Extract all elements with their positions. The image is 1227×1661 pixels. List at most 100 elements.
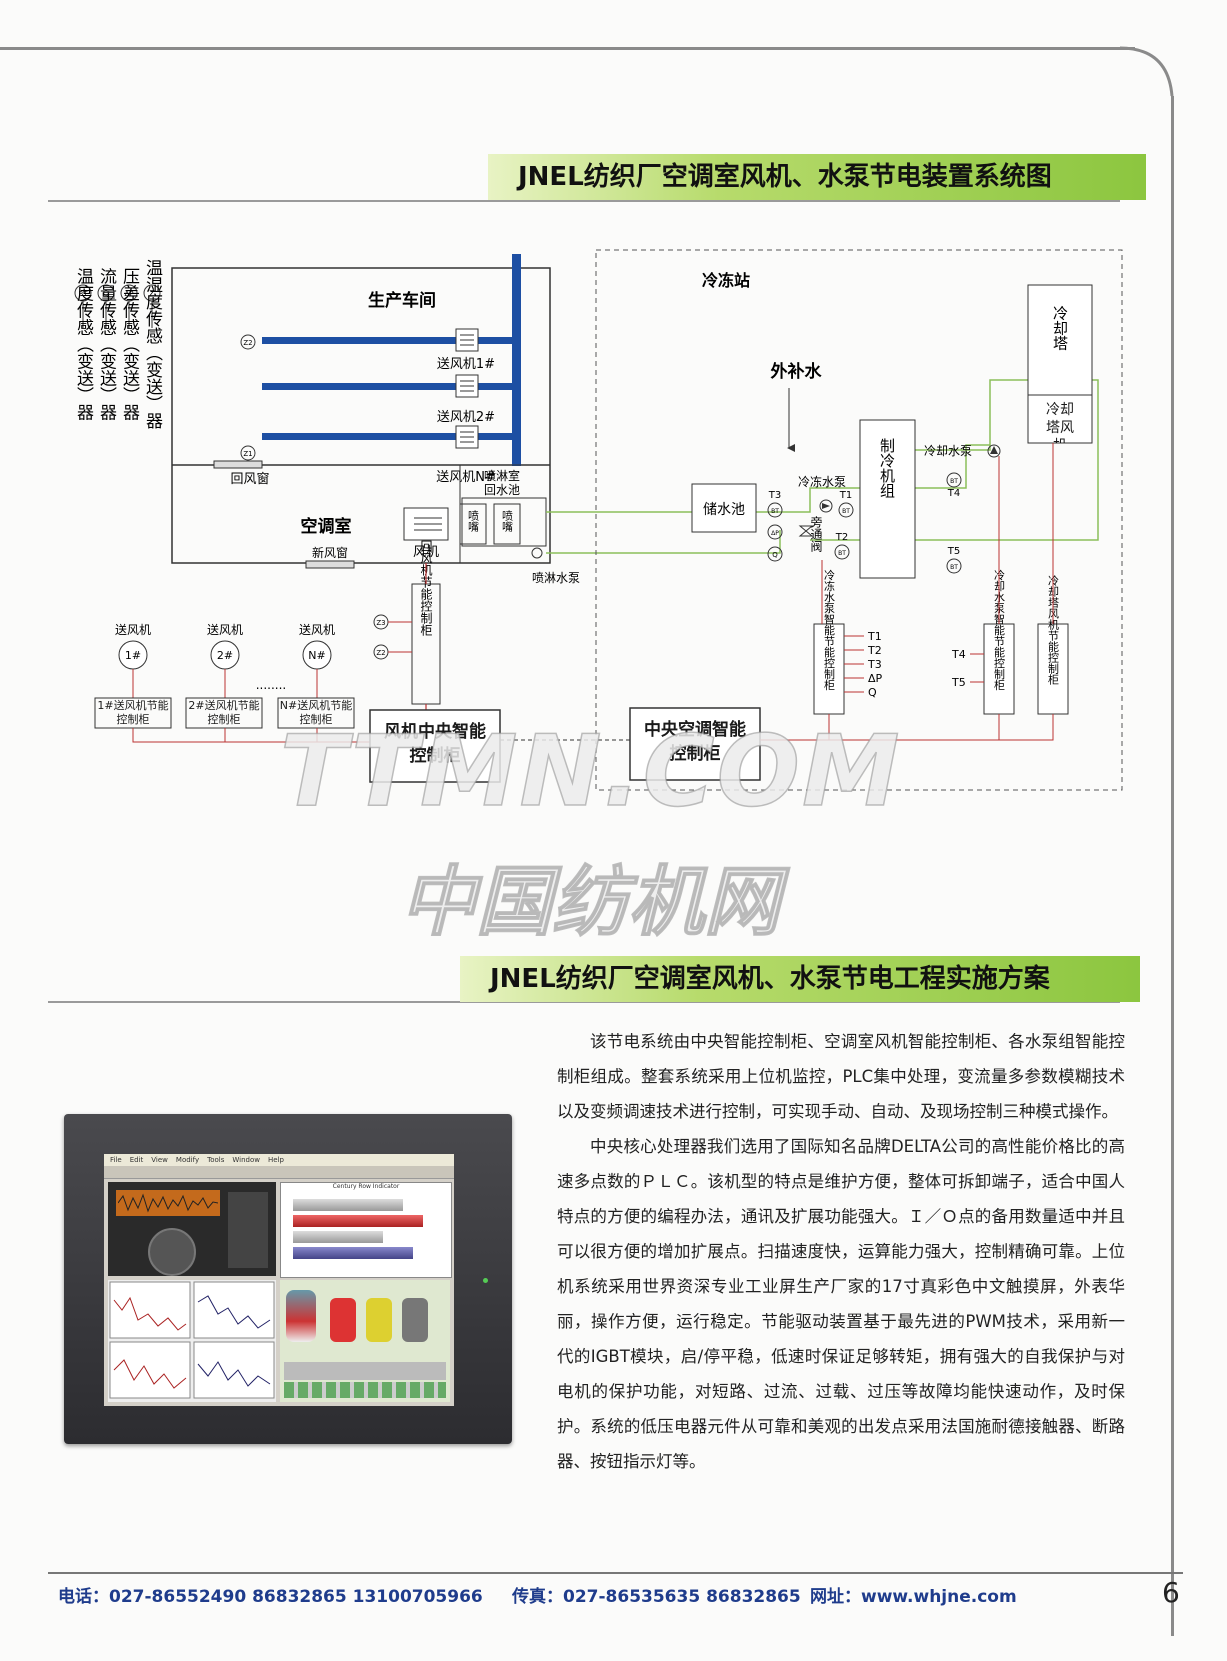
svg-text:Z2: Z2: [243, 339, 252, 347]
svg-text:ΔP: ΔP: [868, 672, 883, 685]
refrigeration-station-box: [595, 249, 1123, 791]
section1-rule: [48, 200, 1120, 202]
fan-unit-1-icon: 1#: [118, 640, 148, 670]
svg-text:Q: Q: [868, 686, 877, 699]
watermark-site: TTMN.COM: [279, 714, 902, 830]
svg-text:T4: T4: [947, 488, 960, 499]
z1-sensor-icon: Z1: [240, 445, 256, 461]
footer-rule: [48, 1572, 1183, 1574]
svg-text:回水池: 回水池: [484, 483, 520, 497]
sensor-label-dp: 压差传感（变送）器: [119, 268, 140, 421]
fan-2-icon: [455, 374, 479, 398]
section2-title: JNEL纺织厂空调室风机、水泵节电工程实施方案: [460, 956, 1140, 1002]
svg-text:BT: BT: [842, 508, 850, 515]
sensor-label-bt: 温度传感（变送）器: [73, 267, 94, 420]
svg-text:送风机N#: 送风机N#: [436, 470, 496, 485]
svg-text:........: ........: [256, 678, 287, 692]
svg-text:送风机: 送风机: [207, 622, 243, 637]
svg-text:冷冻水泵: 冷冻水泵: [798, 474, 846, 489]
sensor-label-z: 温湿度传感（变送）器: [142, 259, 163, 429]
svg-text:T1: T1: [867, 630, 882, 643]
t2-sensor-icon: BT: [834, 544, 850, 560]
cooling-pump-cabinet: [983, 623, 1015, 715]
footer-phone: 电话：027-86552490 86832865 13100705966: [58, 1587, 483, 1607]
svg-text:T2: T2: [867, 644, 882, 657]
frame-corner: [1120, 46, 1174, 97]
svg-text:Q: Q: [103, 289, 109, 298]
svg-text:冷冻水泵智能节能控制柜: 冷冻水泵智能节能控制柜: [823, 569, 836, 691]
audio-panel: [108, 1182, 276, 1276]
workshop-box: [171, 267, 551, 564]
svg-text:ΔP: ΔP: [771, 530, 779, 537]
chilled-pump-icon: [819, 499, 833, 513]
new-air-window-icon: [305, 560, 355, 569]
section1-title: JNEL纺织厂空调室风机、水泵节电装置系统图: [488, 154, 1146, 200]
svg-text:N#: N#: [308, 649, 325, 662]
dp-sensor-icon: ΔP: [767, 524, 783, 540]
line-charts-panel: [108, 1280, 276, 1402]
svg-text:冷冻站: 冷冻站: [702, 271, 750, 290]
svg-text:送风机: 送风机: [115, 622, 151, 637]
svg-text:1#: 1#: [125, 649, 141, 662]
footer-fax: 传真：027-86535635 86832865: [512, 1587, 801, 1607]
ac-fan-icon: [403, 507, 449, 541]
fan-central-cabinet: [369, 709, 501, 783]
svg-text:T5: T5: [951, 676, 966, 689]
svg-text:ΔP: ΔP: [124, 290, 133, 298]
fan-cabinet-n: [277, 697, 355, 729]
svg-text:喷嘴: 喷嘴: [501, 510, 514, 533]
tower-fan-cabinet: [1037, 623, 1069, 715]
svg-text:BT: BT: [838, 550, 846, 557]
t3-sensor-icon: BT: [767, 502, 783, 518]
watermark-name: 中国纺机网: [399, 856, 781, 947]
z3-sensor-icon: Z3: [373, 614, 389, 630]
fan-cabinet-2: [185, 697, 263, 729]
spray-pump-icon: [531, 547, 543, 559]
svg-text:T4: T4: [951, 648, 966, 661]
svg-text:2#: 2#: [217, 649, 233, 662]
z2b-sensor-icon: Z2: [373, 644, 389, 660]
svg-text:BT: BT: [771, 508, 779, 515]
svg-text:冷却塔: 冷却塔: [1051, 306, 1069, 351]
svg-text:喷淋室: 喷淋室: [484, 468, 520, 483]
svg-text:风机: 风机: [413, 545, 439, 560]
footer-web[interactable]: 网址：www.whjne.com: [810, 1587, 1017, 1607]
svg-text:空调室: 空调室: [301, 516, 352, 537]
svg-text:Z1: Z1: [243, 450, 252, 458]
ac-central-cabinet: [629, 707, 761, 781]
top-frame-line: [0, 47, 1135, 50]
cooling-pump-icon: [987, 444, 1001, 458]
svg-text:回风窗: 回风窗: [230, 471, 269, 487]
svg-text:T5: T5: [947, 546, 960, 557]
section2-rule: [48, 1001, 1120, 1003]
cooling-tower-fan-box: [1027, 394, 1093, 444]
svg-text:送风机1#: 送风机1#: [437, 357, 495, 372]
t4-sensor-icon: BT: [946, 472, 962, 488]
svg-text:T3: T3: [867, 658, 882, 671]
svg-text:回风机节能控制柜: 回风机节能控制柜: [419, 540, 433, 636]
body-paragraph: 中央核心处理器我们选用了国际知名品牌DELTA公司的高性能价格比的高速多点数的Ｐ…: [557, 1137, 1125, 1471]
svg-text:Z: Z: [149, 289, 155, 298]
bypass-valve-icon: [798, 525, 814, 537]
svg-text:送风机: 送风机: [299, 622, 335, 637]
bar-chart-panel: Century Row Indicator: [280, 1182, 452, 1278]
system-diagram: BT Q ΔP Z 温度传感（变送）器 流量传感（变送）器 压差传感（变送）器 …: [73, 249, 1123, 791]
t5-sensor-icon: BT: [946, 558, 962, 574]
svg-text:T2: T2: [835, 532, 848, 543]
svg-text:冷却水泵: 冷却水泵: [924, 444, 972, 458]
sensor-label-q: 流量传感（变送）器: [96, 267, 117, 420]
svg-text:BT: BT: [78, 290, 88, 298]
fan-1-icon: [455, 328, 479, 352]
t1-sensor-icon: BT: [838, 502, 854, 518]
svg-text:BT: BT: [950, 478, 958, 485]
svg-text:喷淋水泵: 喷淋水泵: [532, 571, 580, 585]
svg-text:冷却塔风机节能控制柜: 冷却塔风机节能控制柜: [1047, 575, 1060, 686]
body-paragraph: 该节电系统由中央智能控制柜、空调室风机智能控制柜、各水泵组智能控制柜组成。整套系…: [557, 1032, 1125, 1121]
power-led-icon: [483, 1278, 488, 1283]
q-sensor-icon: Q: [767, 546, 783, 562]
sensor-legend: BT Q ΔP Z 温度传感（变送）器 流量传感（变送）器 压差传感（变送）器 …: [73, 259, 163, 429]
svg-text:制冷机组: 制冷机组: [878, 438, 896, 498]
storage-pool-box: [691, 483, 757, 533]
workshop-label: 生产车间: [368, 290, 436, 311]
